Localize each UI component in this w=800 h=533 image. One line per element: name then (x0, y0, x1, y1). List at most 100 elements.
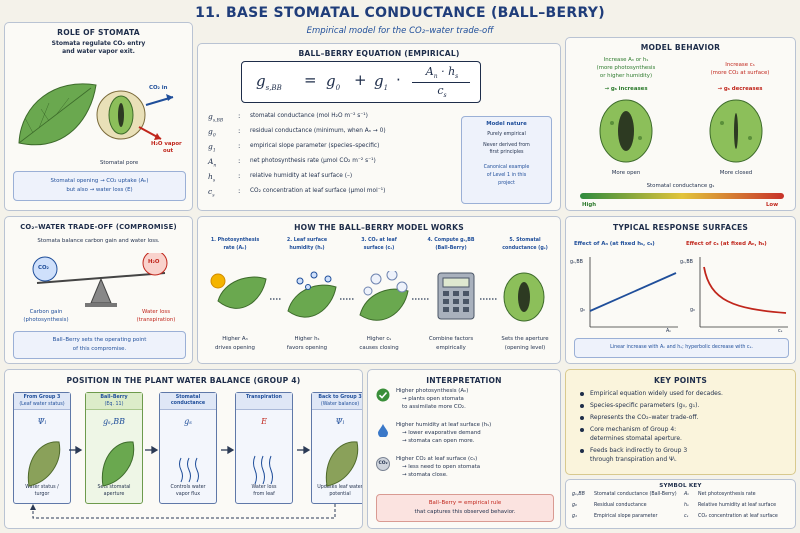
surfaces-note-text: Linear increase with Aₙ and hₛ; hyperbol… (610, 345, 753, 350)
stomata-leaf-illustration (18, 83, 174, 146)
interp-note-2: that captures this observed behavior. (414, 509, 516, 515)
symbol-base: g (208, 112, 213, 121)
flow-box-title: Ball–Berry (100, 395, 128, 400)
definition-symbol: g1 (208, 142, 216, 154)
flow-box-foot-1: Water status / (25, 485, 59, 490)
fraction-bar (412, 82, 470, 83)
interp-note-1: Ball–Berry = empirical rule (428, 500, 502, 506)
tradeoff-desc: Stomata balance carbon gain and water lo… (37, 238, 160, 244)
step-head-1: 1. Photosynthesis (210, 238, 260, 243)
linear-response-line (589, 272, 677, 312)
definition-symbol: cs (208, 187, 215, 199)
surfaces-note: Linear increase with Aₙ and hₛ; hyperbol… (574, 338, 789, 358)
water-loss-2: (transpiration) (136, 317, 176, 323)
flow-box-subtitle: (Water balance) (320, 402, 360, 407)
flow-box-symbol: Ψₗ (335, 417, 345, 426)
high-label: High (582, 202, 597, 208)
conductance-bar-label: Stomatal conductance gₛ (646, 183, 715, 189)
flow-box-title: Back to Group 3 (318, 395, 362, 400)
definition-colon: : (238, 157, 241, 165)
nature-title: Model nature (486, 121, 527, 127)
definition-symbol: g0 (208, 127, 216, 139)
nature-1: Purely empirical (487, 132, 526, 137)
definition-text: empirical slope parameter (species–speci… (250, 143, 380, 149)
symbol-base: A (208, 157, 214, 166)
open-stomata-icon (599, 99, 653, 163)
h2o-out-label-1: H₂O vapor (151, 141, 182, 147)
flow-box-foot-2: potential (329, 492, 351, 497)
definition-text: stomatal conductance (mol H₂O m⁻² s⁻¹) (250, 113, 368, 119)
flow-box-symbol: E (261, 417, 267, 426)
step-foot-2: (opening level) (504, 345, 546, 351)
g0-label-left: g₀ (580, 308, 585, 313)
flow-box-symbol: gₛ,BB (102, 417, 126, 426)
how-step-icons (210, 271, 545, 322)
x-label-right: cₛ (778, 329, 783, 334)
model-nature-box: Model nature Purely empirical Never deri… (461, 116, 552, 204)
symbol-key-symbol: hₛ (684, 503, 689, 508)
behavior-left-2: (more photosynthesis (596, 65, 656, 71)
definition-colon: : (238, 142, 241, 150)
panel-role-of-stomata: ROLE OF STOMATA Stomata regulate CO₂ ent… (4, 22, 193, 211)
equation-numerator: An · hs (425, 65, 459, 81)
checkmark-icon (376, 388, 390, 402)
key-point-item-cont: through transpiration and Ψₗ. (590, 456, 677, 463)
y-label-left: gₛ,BB (570, 260, 583, 265)
step-head-2: humidity (hₛ) (289, 246, 325, 251)
equation-lhs: gs,BB (256, 72, 282, 92)
symbol-key-desc: Empirical slope parameter (594, 514, 658, 519)
behavior-left-4: → gₛ increases (604, 86, 648, 92)
panel-interpretation: INTERPRETATION CO₂ Higher photosynthesis… (367, 369, 561, 529)
interp-line-3: → stomata close. (402, 472, 448, 478)
carbon-gain-1: Carbon gain (29, 309, 63, 315)
x-label-left: Aₙ (666, 329, 672, 334)
flow-box-foot-2: vapor flux (175, 492, 201, 497)
flow-box-title: From Group 3 (23, 395, 61, 400)
symbol-base: g (208, 142, 213, 151)
symbol-key-symbol: Aₙ (684, 492, 690, 497)
step-head-2: (Ball-Berry) (435, 246, 467, 251)
role-note: Stomatal opening → CO₂ uptake (Aₙ) but a… (13, 171, 186, 201)
equation-dot: · (396, 71, 401, 89)
role-desc-2: and water vapor exit. (62, 48, 135, 55)
panel-tradeoff: CO₂–WATER TRADE-OFF (COMPROMISE) Stomata… (4, 216, 193, 364)
behavior-right-3: → gₛ decreases (717, 86, 763, 92)
definition-colon: : (238, 112, 241, 120)
flow-box-head: Back to Group 3 (Water balance) (312, 393, 362, 410)
interp-line-1: Higher CO₂ at leaf surface (cₛ) (396, 456, 478, 462)
interp-note: Ball–Berry = empirical rule that capture… (376, 494, 554, 522)
tradeoff-note-2: of this compromise. (72, 346, 127, 352)
co2-in-label: CO₂ in (149, 85, 168, 91)
definition-colon: : (238, 187, 241, 195)
symbol-base: c (208, 187, 213, 196)
step-foot-2: drives opening (215, 345, 255, 351)
step-foot-1: Higher hₛ (294, 336, 320, 342)
step-foot-2: favors opening (286, 345, 328, 351)
flow-box-symbol: Ψₗ (37, 417, 47, 426)
panel-title: SYMBOL KEY (659, 483, 702, 489)
flow-box-title: Transpiration (246, 395, 282, 400)
key-point-item: Core mechanism of Group 4: (590, 426, 677, 433)
interp-line-1: Higher humidity at leaf surface (hₛ) (396, 422, 492, 428)
equation-plus: + (354, 71, 367, 89)
panel-title: KEY POINTS (653, 376, 708, 385)
role-note-1: Stomatal opening → CO₂ uptake (Aₙ) (50, 178, 149, 184)
bullet-dot (580, 392, 584, 396)
equation-denominator: cs (437, 84, 447, 100)
key-point-item: Empirical equation widely used for decad… (590, 390, 723, 397)
symbol-key-symbol: gₛ,BB (572, 492, 585, 497)
panel-equation: BALL–BERRY EQUATION (EMPIRICAL) gs,BB = … (197, 43, 561, 211)
symbol-key-desc: Residual conductance (594, 503, 647, 508)
flow-box-head: From Group 3(Leaf water status) (14, 393, 70, 410)
definition-text: CO₂ concentration at leaf surface (μmol … (250, 188, 386, 194)
key-point-item: Species-specific parameters (g₀, g₁). (590, 402, 700, 409)
page-subtitle: Empirical model for the CO₂–water trade-… (306, 26, 494, 36)
step-foot-2: empirically (436, 345, 466, 351)
step-head-1: 4. Compute gₛ,BB (427, 238, 475, 243)
flow-box-symbol: gₛ (184, 417, 192, 426)
flow-box-head: Transpiration (236, 393, 292, 410)
step-head-2: surface (cₛ) (363, 246, 395, 251)
symbol-key-symbol: cₛ (684, 514, 689, 519)
panel-title: HOW THE BALL–BERRY MODEL WORKS (294, 223, 464, 232)
symbol-sub: s,BB (212, 118, 224, 124)
